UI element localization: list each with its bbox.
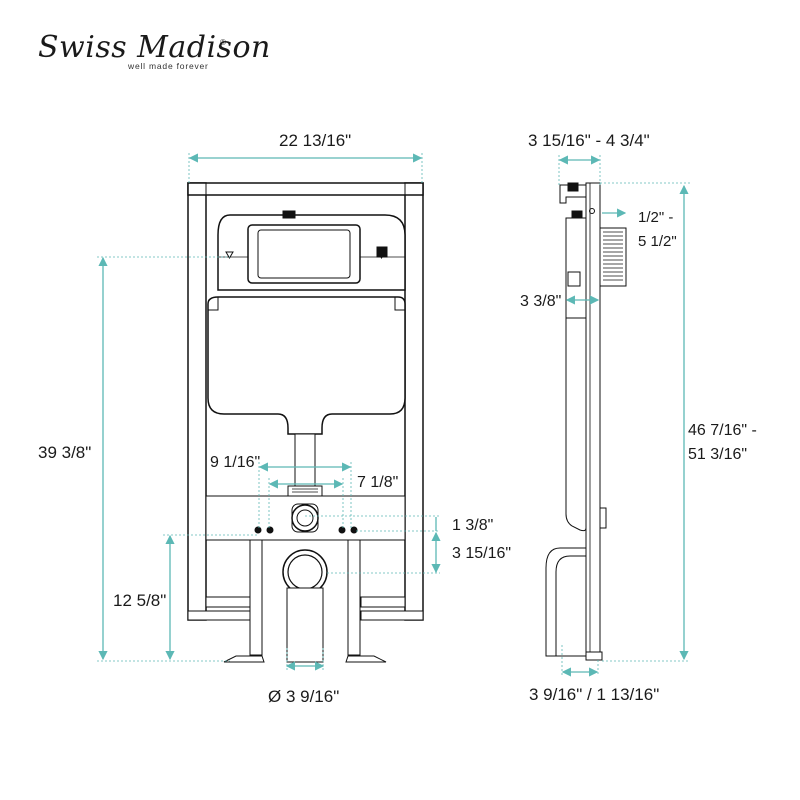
flush-plate-opening [247,224,361,284]
top-rail [187,182,424,196]
right-post [404,182,424,621]
side-outlet-elbow [545,547,587,657]
outlet-diameter-label: Ø 3 9/16" [268,687,339,706]
side-view [545,182,627,661]
top-bracket [559,184,587,204]
flush-actuator-box [599,227,627,287]
anchor-bolt-2 [266,526,274,534]
lower-left-crossbar [205,596,251,608]
left-foot [223,655,265,663]
lower-right-crossbar [360,596,406,608]
bolt-spacing-outer-label: 9 1/16" [210,454,260,471]
downpipe [294,433,316,490]
outlet-offset-label: 3 15/16" [452,545,511,562]
side-tank-lower [565,317,587,532]
anchor-bolt-1 [254,526,262,534]
water-inlet [291,504,319,532]
brand-logo: Swiss Madison [38,30,271,65]
side-bottom-label: 3 9/16" / 1 13/16" [529,685,659,704]
height-label: 39 3/8" [38,443,91,462]
front-dimensions: 22 13/16" 39 3/8" 12 5/8" 9 1/16" 7 1/8" [38,131,511,706]
side-dimensions: 3 15/16" - 4 3/4" 1/2" -5 1/2" 3 3/8" 46… [520,131,757,704]
left-leg [249,539,263,656]
side-height-label: 46 7/16" -51 3/16" [688,422,757,463]
cistern-body [207,296,406,435]
outlet-height-label: 12 5/8" [113,591,166,610]
side-tank-upper [565,217,587,319]
anchor-bolt-4 [350,526,358,534]
side-adjust-label: 1/2" -5 1/2" [638,209,677,250]
flush-valve-cap [282,210,296,219]
right-leg [347,539,361,656]
width-label: 22 13/16" [279,131,351,150]
side-frame-post [585,182,601,657]
brand-tagline: well made forever [128,61,209,71]
left-post [187,182,207,621]
side-depth-label: 3 15/16" - 4 3/4" [528,131,650,150]
anchor-bolt-3 [338,526,346,534]
front-view [187,182,424,663]
bolt-spacing-inner-label: 7 1/8" [357,474,398,491]
side-tank-depth-label: 3 3/8" [520,293,561,310]
registered-mark: ® [220,38,226,47]
inlet-offset-label: 1 3/8" [452,517,493,534]
drain-pipe [286,587,324,663]
right-foot [345,655,387,663]
side-foot [585,651,603,661]
drain-outlet [282,549,328,595]
